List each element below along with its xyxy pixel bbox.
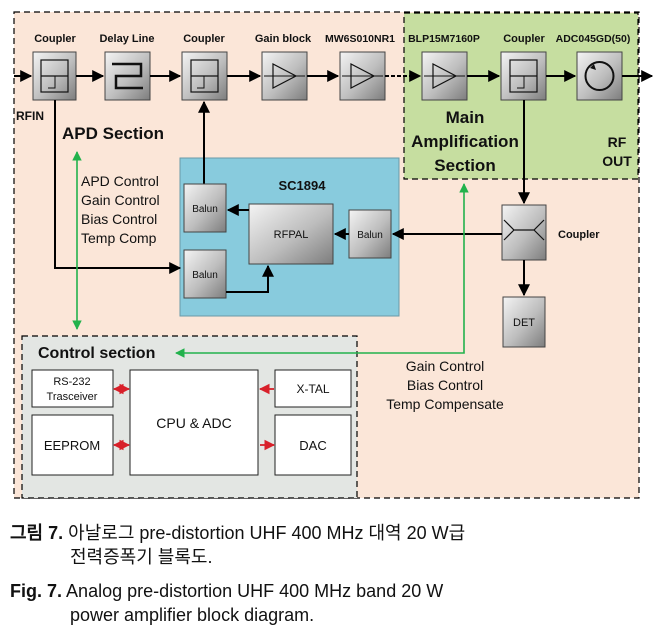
control-section-title: Control section	[38, 345, 155, 362]
right-control-line-2: Bias Control	[407, 377, 483, 393]
rfpal-block: RFPAL	[248, 203, 334, 265]
eeprom-block	[31, 414, 114, 476]
coupler4-block	[501, 204, 547, 261]
coupler1-label: Coupler	[34, 33, 76, 45]
rfpal-label: RFPAL	[274, 229, 309, 241]
caption-en-text-2: power amplifier block diagram.	[70, 605, 315, 625]
rfout-label-1: RF	[608, 134, 627, 150]
arrow-coupler1-to-balun2	[54, 100, 182, 274]
caption-ko: 그림 7. 아날로그 pre-distortion UHF 400 MHz 대역…	[10, 521, 465, 545]
apd-control-line-2: Gain Control	[81, 192, 160, 208]
mw6s010nr1-label: MW6S010NR1	[325, 33, 395, 45]
gain-block-label: Gain block	[255, 33, 312, 45]
dac-block	[274, 414, 352, 476]
blp15m7160p-label: BLP15M7160P	[408, 33, 480, 45]
caption-ko-label: 그림	[10, 523, 44, 543]
caption-en: Fig. 7. Analog pre-distortion UHF 400 MH…	[10, 579, 443, 603]
dac-label: DAC	[299, 438, 326, 453]
right-control-line-3: Temp Compensate	[386, 396, 504, 412]
sc1894-label: SC1894	[279, 178, 327, 193]
main-amp-title-2: Amplification	[411, 132, 519, 151]
right-control-line-1: Gain Control	[406, 358, 485, 374]
coupler1-block	[32, 51, 77, 101]
caption-ko-text-1: 아날로그 pre-distortion UHF 400 MHz 대역 20 W급	[68, 523, 466, 543]
coupler4-label: Coupler	[558, 229, 600, 241]
apd-control-line-3: Bias Control	[81, 211, 157, 227]
xtal-label: X-TAL	[296, 382, 329, 396]
control-main-green-arrow	[175, 183, 469, 358]
balun1-block: Balun	[183, 183, 227, 233]
apd-control-line-1: APD Control	[81, 173, 159, 189]
caption-en-number: 7.	[47, 581, 63, 601]
coupler2-label: Coupler	[183, 33, 225, 45]
caption-en-line2: power amplifier block diagram.	[70, 603, 314, 627]
rfout-label-2: OUT	[602, 153, 632, 169]
block-diagram: Coupler Delay Line Coupler Gain block MW…	[13, 11, 654, 499]
main-amp-title-3: Section	[434, 156, 495, 175]
caption-ko-line2: 전력증폭기 블록도.	[70, 545, 212, 569]
balun3-block: Balun	[348, 209, 392, 259]
cpu-adc-label: CPU & ADC	[156, 415, 231, 431]
caption-ko-text-2: 전력증폭기 블록도.	[70, 547, 213, 567]
coupler3-label: Coupler	[503, 33, 545, 45]
rs232-label-2: Trasceiver	[47, 391, 98, 403]
caption-en-label: Fig.	[10, 581, 42, 601]
rfin-label: RFIN	[16, 109, 44, 123]
xtal-block	[274, 369, 352, 408]
det-block: DET	[502, 296, 546, 348]
adc045gd-label: ADC045GD(50)	[556, 33, 631, 45]
mw6s010nr1-block	[339, 51, 386, 101]
apd-section-title: APD Section	[62, 124, 164, 143]
gain-block	[261, 51, 308, 101]
balun1-label: Balun	[192, 204, 218, 215]
blp15m7160p-block	[421, 51, 468, 101]
delay-line-label: Delay Line	[99, 33, 154, 45]
coupler2-block	[181, 51, 228, 101]
coupler3-block	[500, 51, 547, 101]
caption-ko-number: 7.	[48, 523, 64, 543]
main-amp-title-1: Main	[446, 108, 485, 127]
caption-en-text-1: Analog pre-distortion UHF 400 MHz band 2…	[66, 581, 444, 601]
delay-line-block	[104, 51, 151, 101]
det-label: DET	[513, 317, 535, 329]
apd-control-line-4: Temp Comp	[81, 230, 157, 246]
rs232-label-1: RS-232	[53, 376, 90, 388]
cpu-adc-block	[129, 369, 259, 476]
adc045gd-block	[576, 51, 623, 101]
balun2-block: Balun	[183, 249, 227, 299]
balun2-label: Balun	[192, 270, 218, 281]
eeprom-label: EEPROM	[44, 438, 100, 453]
balun3-label: Balun	[357, 230, 383, 241]
